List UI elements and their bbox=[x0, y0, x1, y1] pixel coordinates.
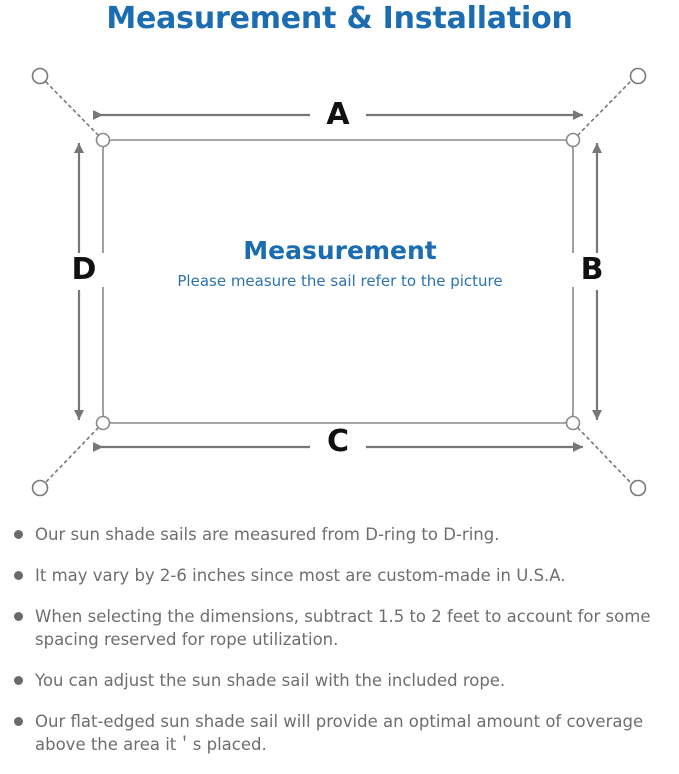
note-item: When selecting the dimensions, subtract … bbox=[10, 605, 675, 651]
rope-line-top-right bbox=[577, 80, 632, 136]
bullet-icon bbox=[14, 571, 23, 580]
rope-line-bottom-right bbox=[577, 427, 632, 484]
note-text: Our sun shade sails are measured from D-… bbox=[35, 525, 500, 544]
anchor-point-top-right bbox=[629, 67, 647, 85]
bullet-icon bbox=[14, 676, 23, 685]
rope-line-top-left bbox=[44, 80, 99, 136]
d-ring-bottom-right bbox=[565, 415, 581, 431]
d-ring-bottom-left bbox=[95, 415, 111, 431]
rope-line-bottom-left bbox=[44, 427, 99, 484]
diagram-svg bbox=[31, 67, 647, 497]
note-item: Our sun shade sails are measured from D-… bbox=[10, 523, 675, 546]
page-title: Measurement & Installation bbox=[106, 1, 573, 36]
measurement-diagram: A B C D Measurement Please measure the s… bbox=[0, 45, 679, 510]
bullet-icon bbox=[14, 612, 23, 621]
note-item: It may vary by 2-6 inches since most are… bbox=[10, 564, 675, 587]
bullet-icon bbox=[14, 530, 23, 539]
anchor-point-top-left bbox=[31, 67, 49, 85]
note-text: You can adjust the sun shade sail with t… bbox=[35, 671, 506, 690]
center-subtitle: Please measure the sail refer to the pic… bbox=[177, 272, 503, 290]
dimension-label-c: C bbox=[310, 425, 366, 459]
note-text: Our flat-edged sun shade sail will provi… bbox=[35, 712, 644, 754]
d-ring-top-right bbox=[565, 132, 581, 148]
anchor-point-bottom-left bbox=[31, 479, 49, 497]
bullet-icon bbox=[14, 717, 23, 726]
center-caption: Measurement Please measure the sail refe… bbox=[105, 235, 575, 292]
notes-list: Our sun shade sails are measured from D-… bbox=[10, 523, 675, 774]
d-ring-top-left bbox=[95, 132, 111, 148]
dimension-label-a: A bbox=[310, 98, 366, 132]
dimension-label-d: D bbox=[62, 253, 106, 287]
note-text: When selecting the dimensions, subtract … bbox=[35, 607, 651, 649]
note-text: It may vary by 2-6 inches since most are… bbox=[35, 566, 566, 585]
center-title: Measurement bbox=[243, 236, 437, 265]
anchor-point-bottom-right bbox=[629, 479, 647, 497]
dimension-label-b: B bbox=[570, 253, 614, 287]
note-item: Our flat-edged sun shade sail will provi… bbox=[10, 710, 675, 756]
note-item: You can adjust the sun shade sail with t… bbox=[10, 669, 675, 692]
